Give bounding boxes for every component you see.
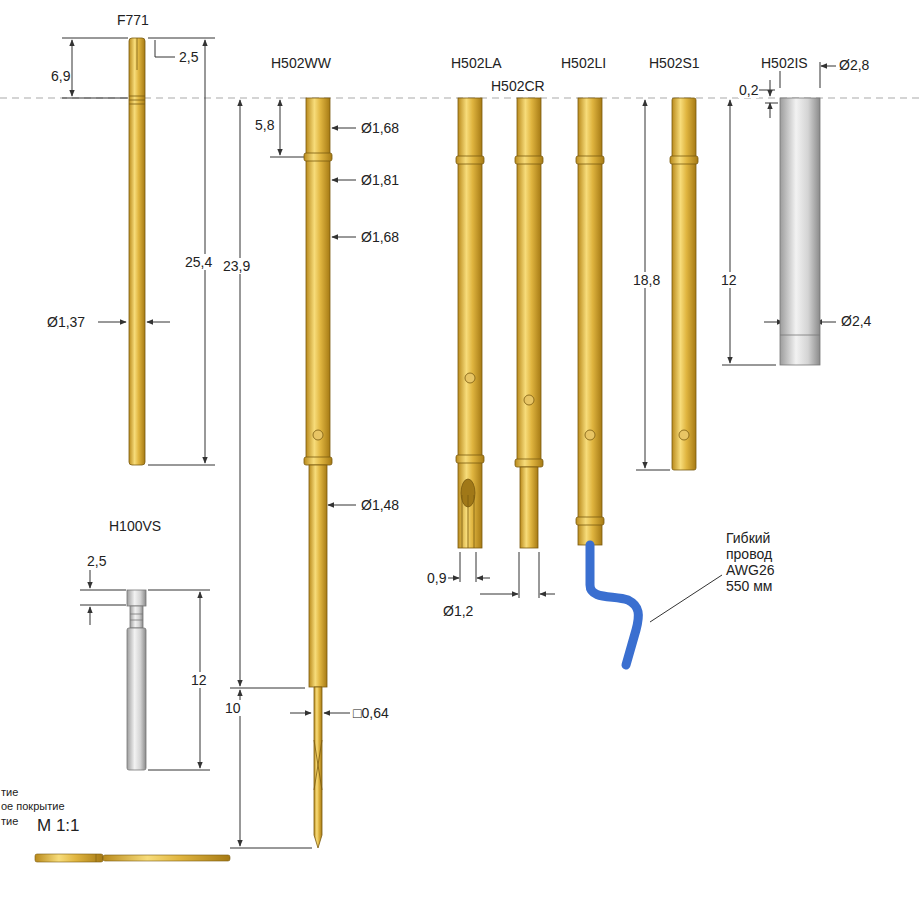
callout-note: Гибкий провод AWG26 550 мм bbox=[725, 530, 797, 594]
dimension-label: Ø1,37 bbox=[46, 314, 86, 330]
dimension-label: Ø1,68 bbox=[360, 229, 400, 245]
dimension-label: 25,4 bbox=[184, 254, 213, 270]
dimension-label: 6,9 bbox=[50, 68, 71, 84]
dimension-label: Ø1,81 bbox=[360, 172, 400, 188]
dimension-label: 18,8 bbox=[632, 272, 661, 288]
legend-fragment: тие bbox=[0, 786, 19, 799]
legend-fragment: ое покрытие bbox=[0, 800, 66, 813]
dimension-label: F771 bbox=[116, 12, 150, 28]
dimension-label: 23,9 bbox=[222, 258, 251, 274]
dimension-label: 10 bbox=[224, 700, 242, 716]
dimension-label: Ø1,2 bbox=[442, 603, 474, 619]
dimension-label: 0,9 bbox=[426, 570, 447, 586]
dimension-label: □0,64 bbox=[352, 705, 390, 721]
dimension-label: H100VS bbox=[108, 518, 162, 534]
dimension-label: 12 bbox=[190, 672, 208, 688]
dimension-label: Ø2,4 bbox=[840, 313, 872, 329]
dimension-label: 2,5 bbox=[178, 49, 199, 65]
dimension-label: 2,5 bbox=[86, 553, 107, 569]
scale-probe bbox=[35, 854, 230, 862]
gold-probes bbox=[129, 38, 698, 848]
dimension-label: M 1:1 bbox=[36, 818, 81, 834]
dimension-label: H502LI bbox=[560, 55, 607, 71]
dimension-label: H502LA bbox=[450, 55, 503, 71]
flexible-wire bbox=[590, 545, 638, 665]
silver-parts bbox=[127, 98, 820, 770]
dimension-label: H502CR bbox=[490, 78, 546, 94]
legend-fragment: тие bbox=[0, 815, 19, 828]
dimension-label: Ø1,68 bbox=[360, 120, 400, 136]
dimension-label: H502IS bbox=[760, 55, 809, 71]
dimension-label: Ø1,48 bbox=[360, 497, 400, 513]
dimension-label: H502WW bbox=[270, 55, 332, 71]
dimension-label: 12 bbox=[720, 272, 738, 288]
dimension-label: H502S1 bbox=[648, 55, 701, 71]
dimension-label: 5,8 bbox=[254, 117, 275, 133]
dimension-lines bbox=[62, 38, 836, 848]
dimension-label: 0,2 bbox=[738, 82, 759, 98]
dimension-label: Ø2,8 bbox=[838, 57, 870, 73]
